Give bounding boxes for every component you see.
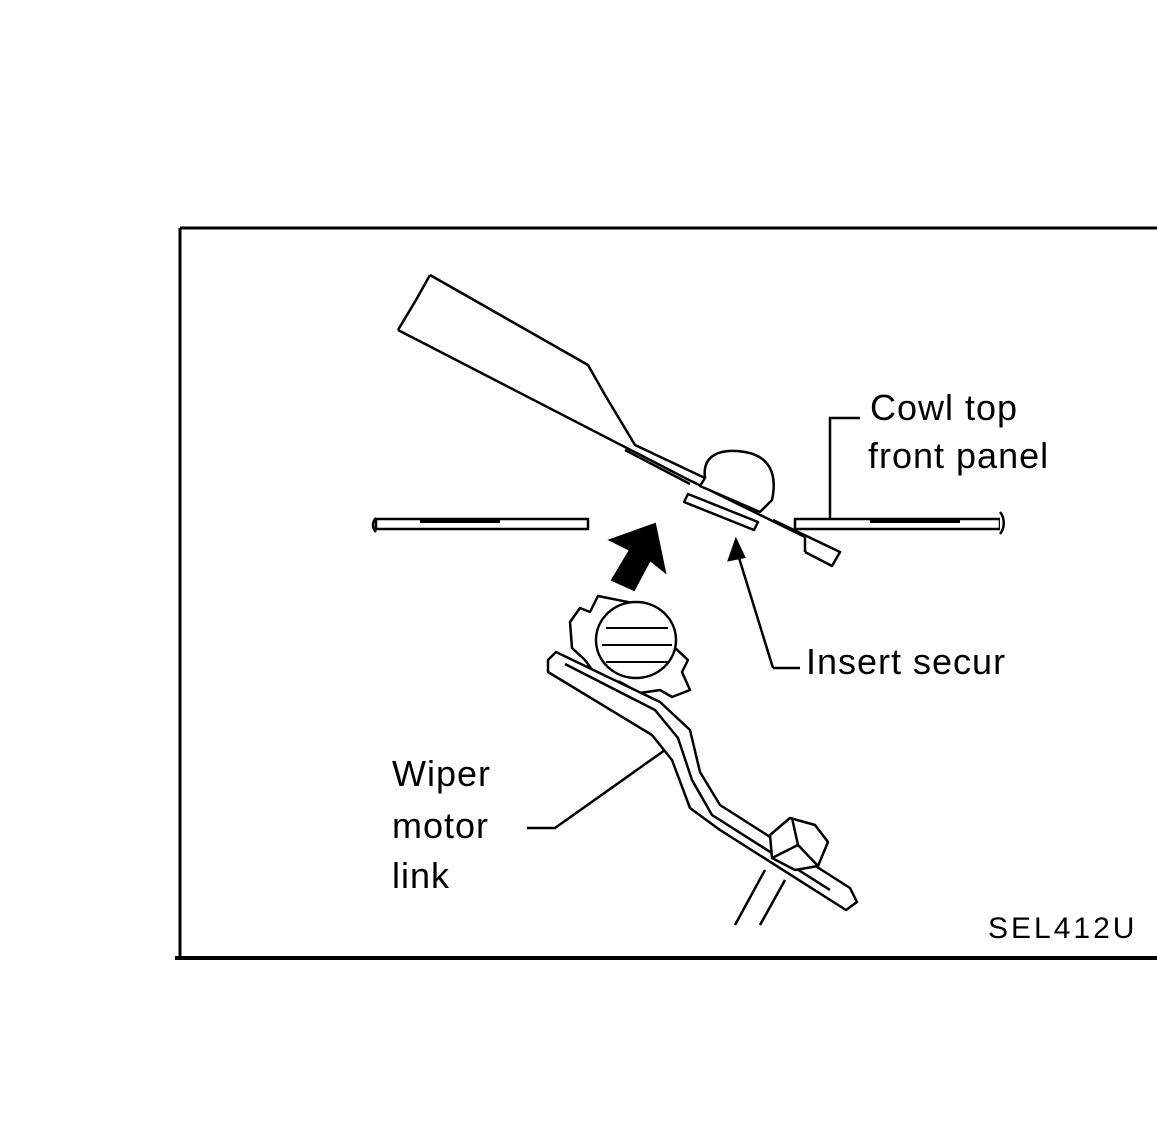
insert-direction-arrow: [607, 522, 667, 592]
cowl-top-label-line1: Cowl top: [870, 387, 1018, 428]
pivot-bushing: [682, 449, 775, 532]
figure-frame: [175, 226, 1157, 960]
wiper-arm: [396, 273, 842, 568]
wiper-label-line3: link: [392, 855, 450, 896]
wiper-link-leader: [527, 748, 666, 830]
cowl-panel-right: [793, 511, 1005, 535]
cowl-panel-left: [371, 517, 590, 533]
cowl-top-leader: [828, 416, 860, 520]
wiper-motor-link: [546, 594, 859, 926]
wiper-label-line1: Wiper: [392, 753, 491, 794]
insert-secur-label: Insert secur: [806, 641, 1006, 682]
wiper-label-line2: motor: [392, 805, 489, 846]
figure-code: SEL412U: [988, 912, 1137, 945]
insert-secur-leader: [727, 536, 800, 670]
cowl-top-label-line2: front panel: [868, 435, 1049, 476]
